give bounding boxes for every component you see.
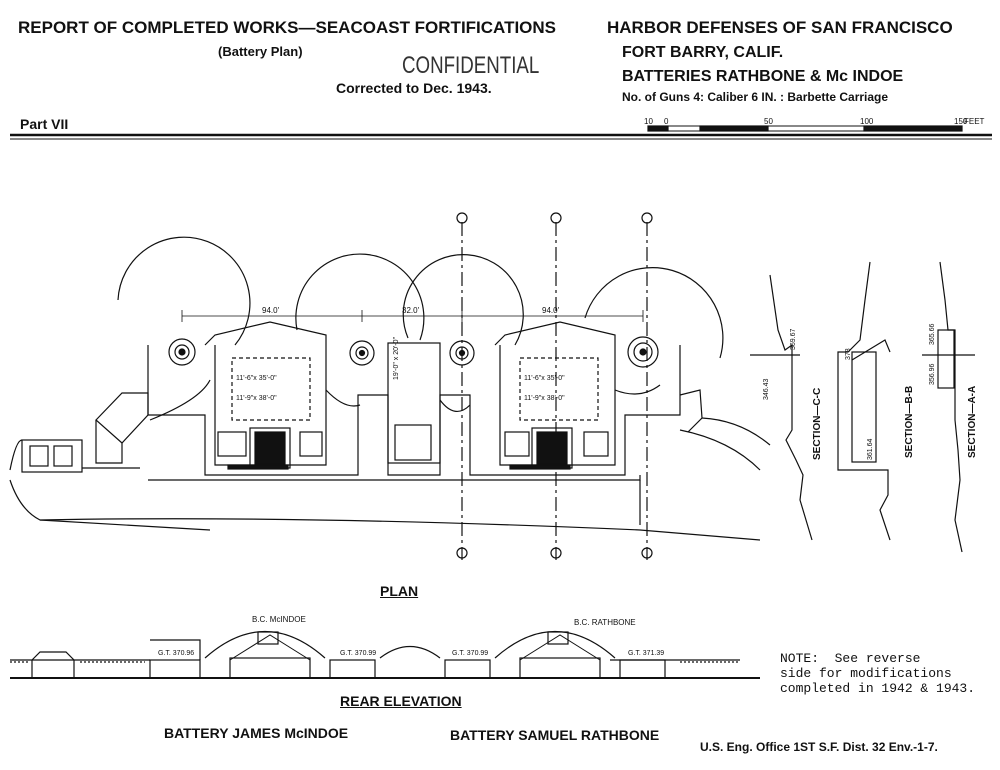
section-label: SECTION—C-C — [812, 388, 823, 460]
scale-tick-label: 10 — [644, 117, 653, 126]
rear-elevation-label: REAR ELEVATION — [340, 693, 462, 709]
report-title: REPORT OF COMPLETED WORKS—SEACOAST FORTI… — [18, 18, 557, 37]
section-elevation-label: 356.96 — [929, 363, 936, 385]
section-elevation-label: 378 — [845, 348, 852, 360]
ground-elevation-label: G.T. 371.39 — [628, 650, 664, 657]
right-approach — [679, 389, 771, 471]
magazine-details — [217, 424, 609, 470]
modification-note: NOTE: See reverse side for modifications… — [780, 651, 976, 696]
confidential-stamp: CONFIDENTIAL — [402, 52, 540, 79]
gun-positions — [168, 336, 659, 368]
scale-tick-label: 100 — [860, 117, 874, 126]
plan-subtitle: (Battery Plan) — [218, 44, 303, 59]
rear-elevation — [10, 631, 760, 679]
plan-dimension-label: 94.0' — [542, 306, 560, 315]
plan-label: PLAN — [380, 583, 419, 599]
section-elevation-label: 361.64 — [867, 438, 874, 460]
guns-info: No. of Guns 4: Caliber 6 IN. : Barbette … — [622, 90, 889, 104]
left-approach — [9, 392, 761, 541]
section-label: SECTION—A-A — [967, 386, 978, 458]
plan-dimension-label: 94.0' — [262, 306, 280, 315]
section-elevation-label: 346.43 — [763, 378, 770, 400]
corrected-date: Corrected to Dec. 1943. — [336, 80, 492, 96]
ground-elevation-label: G.T. 370.99 — [452, 650, 488, 657]
scale-unit-label: FEET — [964, 117, 985, 126]
section-elevation-label: 365.66 — [929, 323, 936, 345]
section-label: SECTION—B-B — [904, 386, 915, 458]
room-size-label: 11'-9"x 38'-0" — [236, 395, 277, 402]
battery-rathbone-name: BATTERY SAMUEL RATHBONE — [450, 727, 660, 743]
batteries-name: BATTERIES RATHBONE & Mc INDOE — [622, 68, 904, 85]
section-a-a — [922, 261, 975, 553]
scale-tick-label: 0 — [664, 117, 669, 126]
part-label: Part VII — [20, 116, 69, 132]
section-b-b — [837, 261, 891, 541]
axis-markers — [456, 212, 653, 560]
section-elevation-label: 369.67 — [790, 328, 797, 350]
gun-traverse-arcs — [117, 236, 724, 359]
room-size-label: 11'-6"x 35'-0" — [236, 375, 277, 382]
scale-tick-label: 150 — [954, 117, 968, 126]
ground-elevation-label: G.T. 370.96 — [158, 650, 194, 657]
harbor-defenses-title: HARBOR DEFENSES OF SAN FRANCISCO — [607, 18, 953, 37]
bc-mcindoe-label: B.C. McINDOE — [252, 615, 306, 624]
scale-bar — [647, 125, 963, 132]
room-size-label: 11'-9"x 38'-0" — [524, 395, 565, 402]
plan-outline — [147, 321, 681, 525]
plan-dimension-label: 32.0' — [402, 306, 420, 315]
scale-tick-label: 50 — [764, 117, 773, 126]
bc-rathbone-label: B.C. RATHBONE — [574, 618, 636, 627]
dimension-line — [181, 310, 644, 322]
room-size-label: 19'-0" x 20'-0" — [393, 336, 400, 380]
room-size-label: 11'-6"x 35'-0" — [524, 375, 565, 382]
battery-mcindoe-name: BATTERY JAMES McINDOE — [164, 725, 349, 741]
footer-credit: U.S. Eng. Office 1ST S.F. Dist. 32 Env.-… — [700, 740, 938, 754]
fort-name: FORT BARRY, CALIF. — [622, 44, 784, 61]
section-c-c — [750, 274, 813, 541]
ground-elevation-label: G.T. 370.99 — [340, 650, 376, 657]
